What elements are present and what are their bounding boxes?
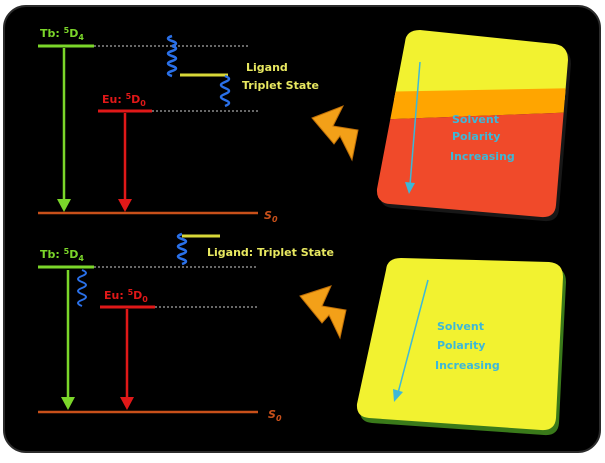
top-ligand-label-line1: Ligand	[246, 61, 288, 74]
top-tb-label: Tb: 5D4	[40, 26, 84, 42]
top-card-arrow	[409, 61, 421, 186]
top-ligand-label-line2: Triplet State	[242, 79, 319, 92]
top-card-text-increasing: Increasing	[450, 150, 515, 163]
top-eu-label: Eu: 5D0	[102, 92, 146, 108]
top-tb-arrow-head	[57, 199, 71, 212]
top-eu-arrow-head	[118, 199, 132, 212]
bottom-ligand-coil	[176, 232, 188, 266]
top-ligand-coil-1	[166, 34, 178, 78]
bottom-ground-label: S0	[268, 408, 282, 423]
bottom-energy-diagram: Ligand: Triplet State Tb: 5D4 Eu: 5D0 S0	[38, 232, 334, 423]
bottom-eu-label: Eu: 5D0	[104, 288, 148, 304]
bottom-lightning-icon	[299, 285, 347, 340]
top-card-text-polarity: Polarity	[452, 130, 500, 143]
bottom-card-arrow-head	[393, 389, 403, 402]
bottom-energy-transfer-coil	[77, 269, 87, 307]
bottom-card-arrow	[397, 279, 429, 394]
top-lightning-icon	[311, 105, 359, 162]
bottom-card-text-solvent: Solvent	[437, 320, 484, 333]
top-energy-diagram: Tb: 5D4 Ligand Triplet State Eu: 5D0 S0	[38, 26, 319, 224]
bottom-ligand-label: Ligand: Triplet State	[207, 246, 334, 259]
bottom-card-text-increasing: Increasing	[435, 359, 500, 372]
bottom-tb-label: Tb: 5D4	[40, 247, 84, 263]
top-card-arrow-head	[405, 182, 415, 194]
top-ligand-coil-2	[219, 74, 231, 108]
bottom-card-text-polarity: Polarity	[437, 339, 485, 352]
top-ground-label: S0	[264, 209, 278, 224]
bottom-tb-arrow-head	[61, 397, 75, 410]
top-card-text-solvent: Solvent	[452, 113, 499, 126]
bottom-solvent-card: Solvent Polarity Increasing	[356, 258, 566, 436]
bottom-eu-arrow-head	[120, 397, 134, 410]
